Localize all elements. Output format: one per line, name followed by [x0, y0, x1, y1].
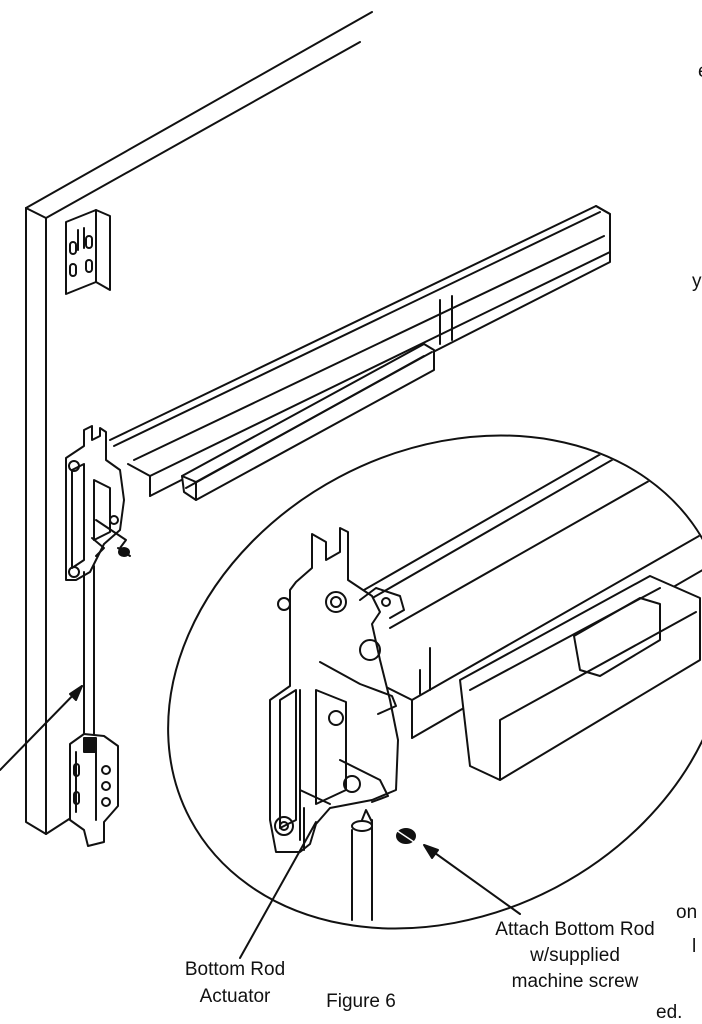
- small-screw-door: [117, 547, 131, 557]
- detail-view: [269, 419, 702, 921]
- screw-callout-line3: machine screw: [511, 971, 639, 992]
- bottom-rod: [83, 565, 95, 743]
- rod-leader-line: [0, 685, 83, 771]
- exit-device-bar: [109, 205, 611, 501]
- screw-callout-line1: Attach Bottom Rod: [495, 919, 655, 940]
- machine-screw: [395, 828, 416, 844]
- clipped-text-fragment: e: [698, 60, 702, 83]
- clipped-text-fragment: y: [692, 271, 702, 292]
- actuator-callout-label: Bottom Rod Actuator: [160, 958, 310, 1008]
- figure-caption: Figure 6: [326, 991, 396, 1012]
- clipped-text-fragment: ed.: [656, 1002, 683, 1023]
- screw-leader-line: [427, 847, 521, 915]
- top-bracket: [65, 209, 111, 295]
- actuator-callout-line1: Bottom Rod: [184, 959, 286, 980]
- bottom-latch: [69, 733, 119, 847]
- actuator-callout-line2: Actuator: [199, 986, 271, 1007]
- screw-callout-label: Attach Bottom Rod w/supplied machine scr…: [455, 918, 695, 993]
- clipped-text-fragment: l: [692, 936, 697, 957]
- chassis-mechanism: [65, 425, 127, 581]
- screw-callout-line2: w/supplied: [530, 945, 620, 966]
- actuator-leader-line: [239, 821, 317, 959]
- clipped-text-fragment: on: [676, 902, 698, 923]
